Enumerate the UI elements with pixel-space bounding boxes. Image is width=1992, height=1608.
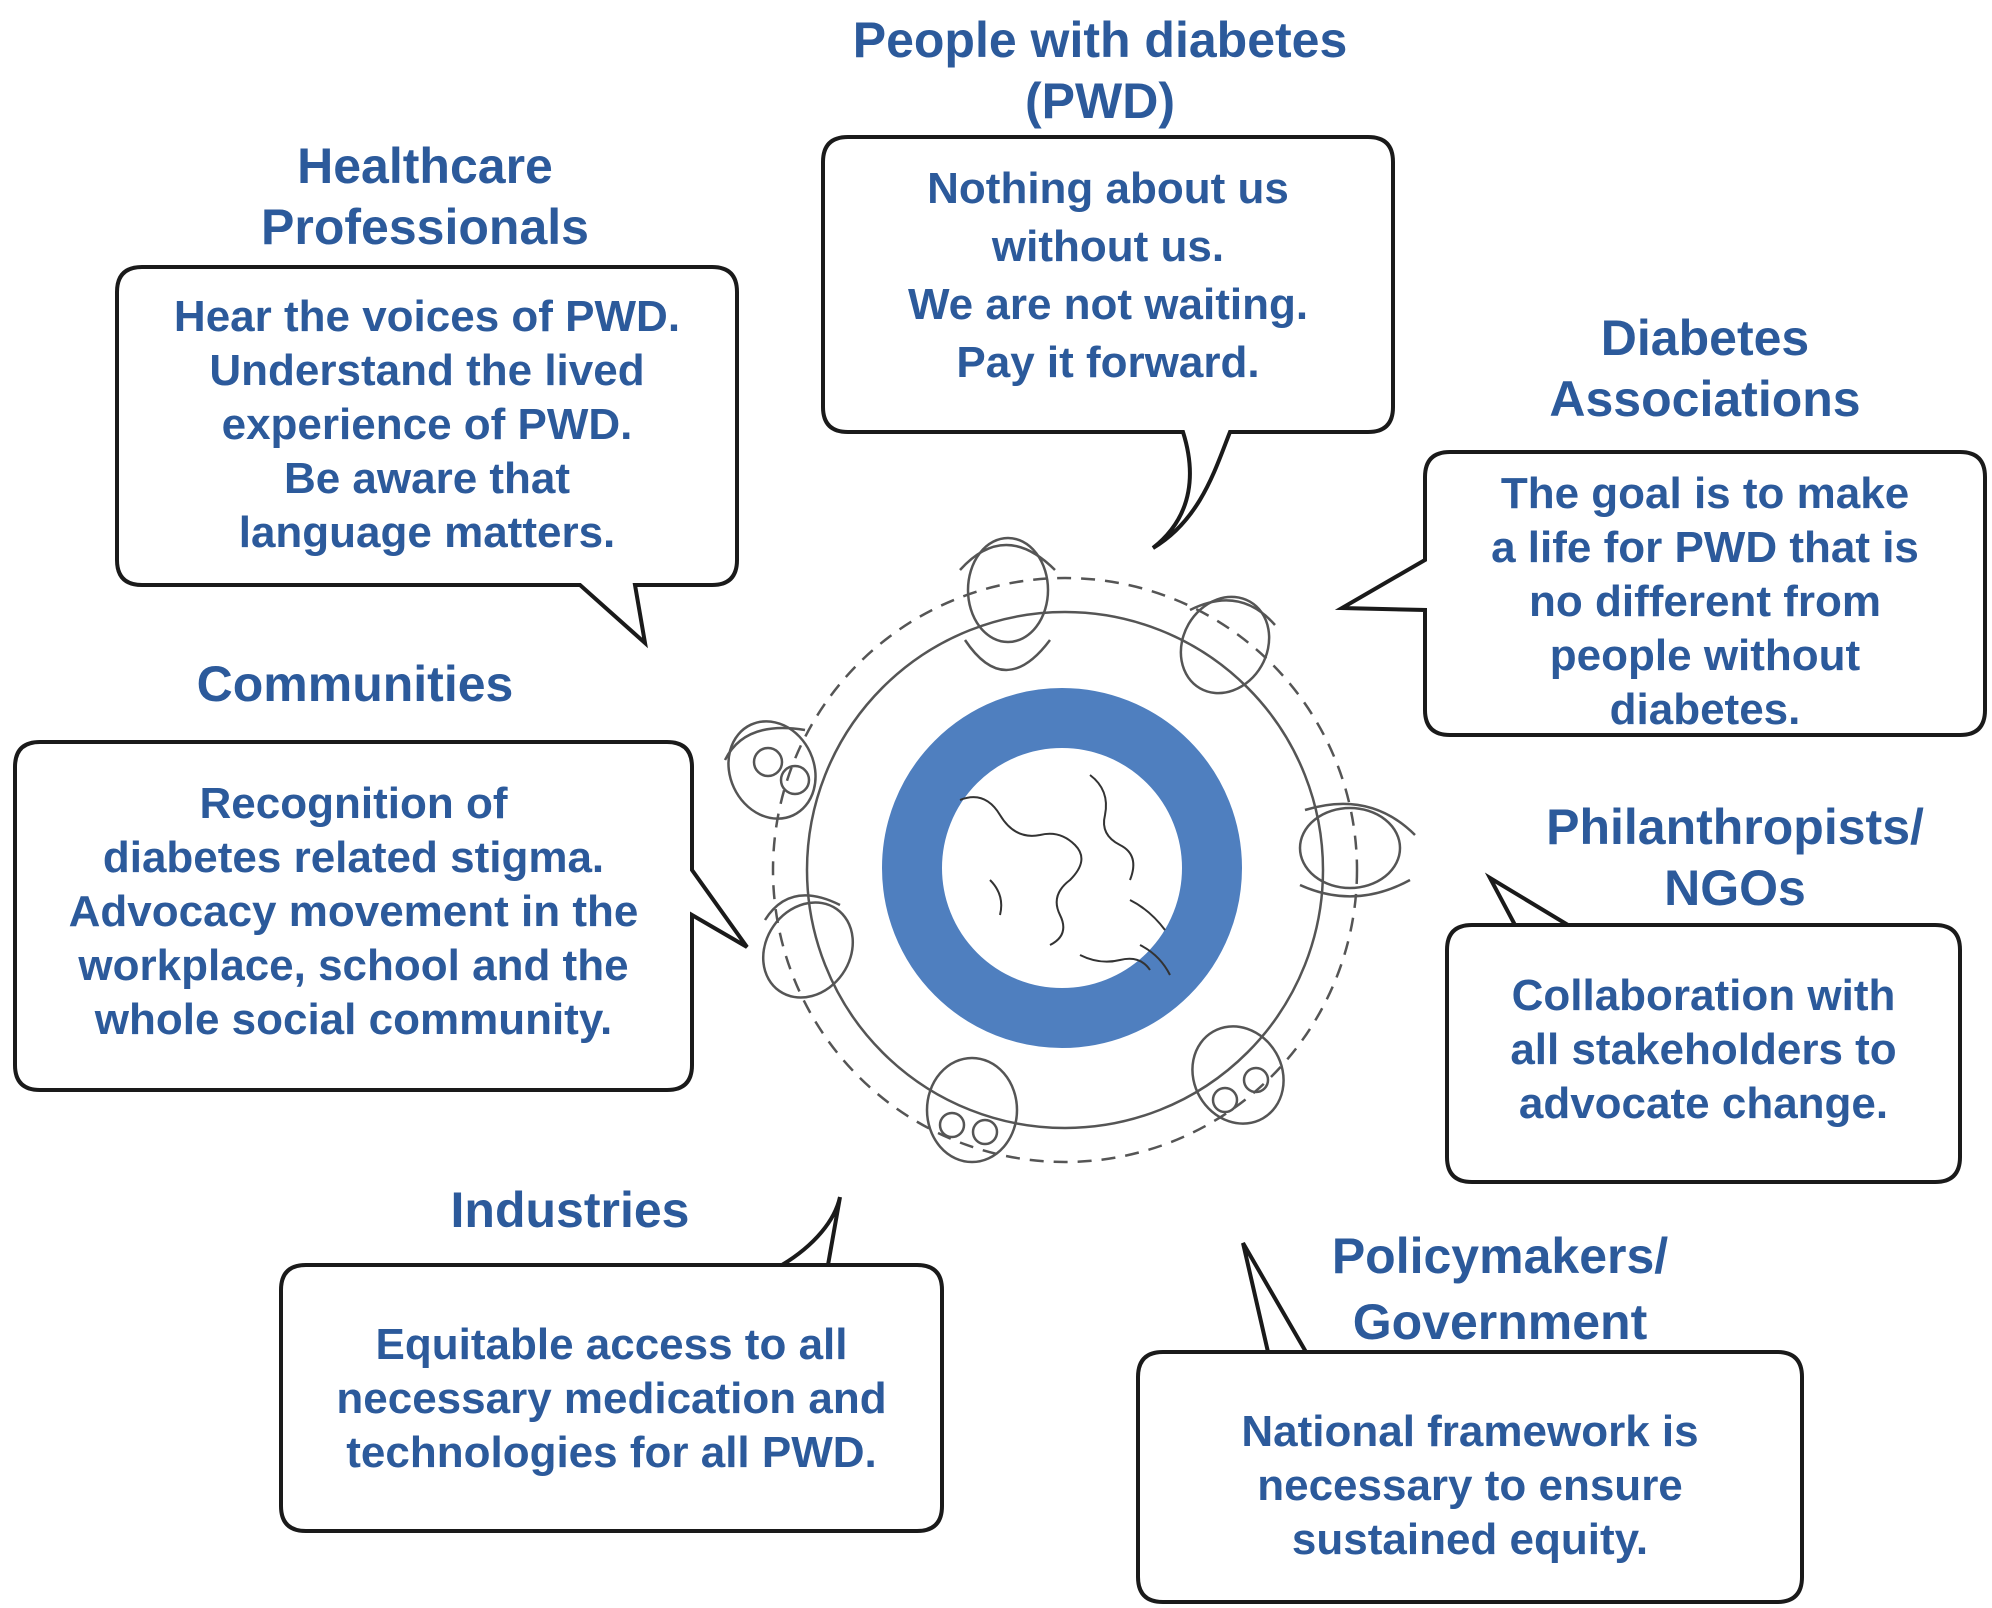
message-policymakers: National framework is necessary to ensur… [1241,1407,1699,1564]
bubble-communities [13,740,749,1092]
bubble-pwd [821,135,1395,550]
bubble-associations [1334,450,1987,737]
bubble-industries [279,1196,944,1533]
people-ring-sketch-icon [723,536,1416,1164]
blue-circle-globe-icon [870,676,1254,1060]
message-communities: Recognition of diabetes related stigma. … [68,779,639,1044]
message-healthcare: Hear the voices of PWD. Understand the l… [173,292,681,557]
message-philanthropists: Collaboration with all stakeholders to a… [1510,971,1897,1128]
heading-philanthropists: Philanthropists/ NGOs [1546,799,1924,916]
heading-pwd: People with diabetes (PWD) [852,12,1348,129]
bubble-philanthropists [1445,872,1962,1184]
heading-healthcare: Healthcare Professionals [261,138,589,255]
bubble-healthcare [115,265,739,649]
heading-industries: Industries [450,1182,690,1238]
bubble-policymakers [1136,1241,1804,1604]
message-associations: The goal is to make a life for PWD that … [1491,469,1919,734]
message-industries: Equitable access to all necessary medica… [336,1320,887,1477]
message-pwd: Nothing about us without us. We are not … [907,164,1309,387]
heading-communities: Communities [196,656,514,712]
heading-associations: Diabetes Associations [1549,310,1861,427]
heading-policymakers: Policymakers/ Government [1331,1228,1669,1350]
